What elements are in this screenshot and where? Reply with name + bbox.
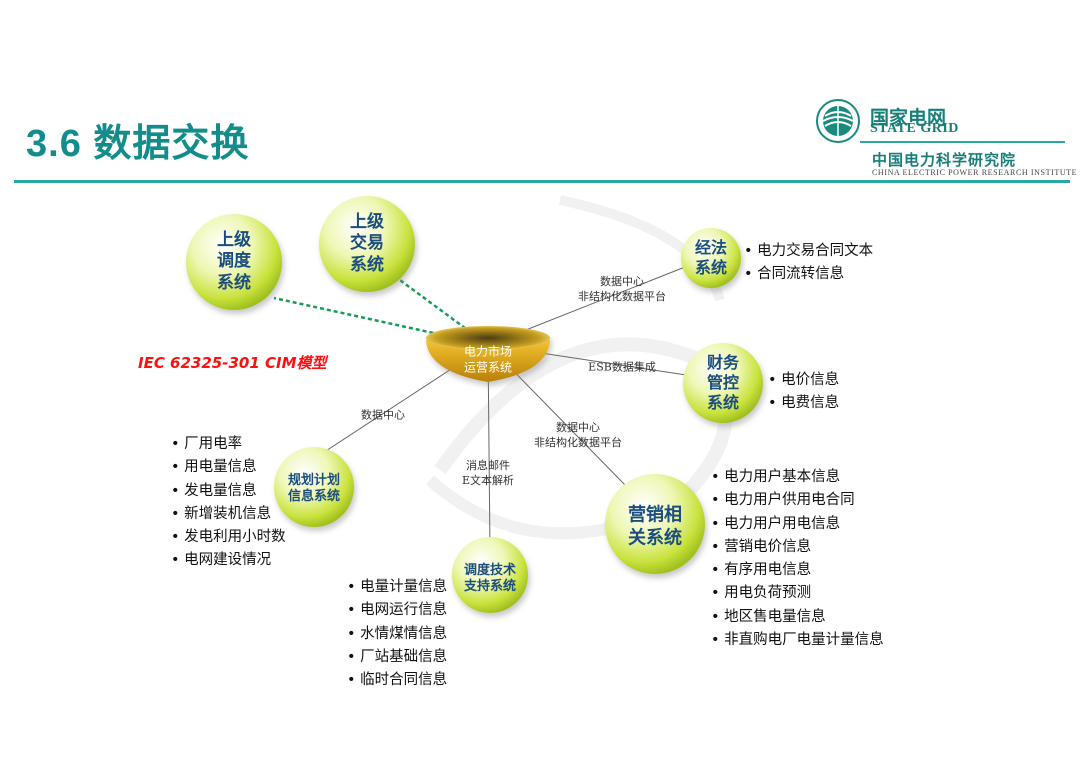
list-item: 地区售电量信息 xyxy=(711,606,884,629)
list-item: 临时合同信息 xyxy=(347,669,447,692)
institute-name-cn: 中国电力科学研究院 xyxy=(872,151,1017,169)
link-label-dispatch-tech: 消息邮件 E文本解析 xyxy=(461,459,515,487)
planning-info-list: 厂用电率 用电量信息 发电量信息 新增装机信息 发电利用小时数 电网建设情况 xyxy=(171,433,286,573)
node-label-planning: 规划计划 信息系统 xyxy=(287,472,341,504)
node-label-dispatch-tech: 调度技术 支持系统 xyxy=(463,562,517,594)
dispatch-tech-info-list: 电量计量信息 电网运行信息 水情煤情信息 厂站基础信息 临时合同信息 xyxy=(347,576,447,692)
node-circle-marketing xyxy=(605,474,705,574)
title-divider xyxy=(14,180,1070,183)
institute-name-en: CHINA ELECTRIC POWER RESEARCH INSTITUTE xyxy=(872,168,1078,177)
list-item: 电网建设情况 xyxy=(171,549,286,572)
node-label-upper-trading: 上级 交易 系统 xyxy=(350,212,384,275)
logo-text-cn: 国家电网 xyxy=(870,107,947,129)
node-circle-finance xyxy=(683,343,763,423)
list-item: 电力用户基本信息 xyxy=(711,466,884,489)
link-label-marketing: 数据中心 非结构化数据平台 xyxy=(534,421,622,449)
list-item: 电力用户用电信息 xyxy=(711,513,884,536)
logo-text-en: STATE GRID xyxy=(870,121,959,136)
state-grid-logo-icon xyxy=(816,99,860,143)
list-item: 用电负荷预测 xyxy=(711,582,884,605)
list-item: 厂站基础信息 xyxy=(347,646,447,669)
page-title: 3.6 数据交换 xyxy=(26,123,250,165)
list-item: 电费信息 xyxy=(768,392,839,415)
list-item: 厂用电率 xyxy=(171,433,286,456)
node-circle-legal xyxy=(681,228,741,288)
node-circle-planning xyxy=(274,447,354,527)
node-circle-upper-trading xyxy=(319,196,415,292)
list-item: 电网运行信息 xyxy=(347,599,447,622)
list-item: 非直购电厂电量计量信息 xyxy=(711,629,884,652)
hub-label: 电力市场 运营系统 xyxy=(463,344,513,374)
hub-icon xyxy=(426,326,550,382)
list-item: 电价信息 xyxy=(768,369,839,392)
list-item: 新增装机信息 xyxy=(171,503,286,526)
list-item: 发电量信息 xyxy=(171,480,286,503)
list-item: 发电利用小时数 xyxy=(171,526,286,549)
node-circle-upper-dispatch xyxy=(186,214,282,310)
list-item: 电量计量信息 xyxy=(347,576,447,599)
model-label: IEC 62325-301 CIM模型 xyxy=(138,354,327,372)
node-label-marketing: 营销相 关系统 xyxy=(628,504,682,549)
list-item: 用电量信息 xyxy=(171,456,286,479)
node-label-finance: 财务 管控 系统 xyxy=(706,353,740,412)
node-label-upper-dispatch: 上级 调度 系统 xyxy=(217,230,251,293)
node-label-legal: 经法 系统 xyxy=(694,238,728,277)
link-label-legal: 数据中心 非结构化数据平台 xyxy=(578,275,666,303)
legal-info-list: 电力交易合同文本 合同流转信息 xyxy=(744,240,873,287)
link-label-finance: ESB数据集成 xyxy=(588,360,656,374)
list-item: 电力交易合同文本 xyxy=(744,240,873,263)
finance-info-list: 电价信息 电费信息 xyxy=(768,369,839,416)
list-item: 营销电价信息 xyxy=(711,536,884,559)
marketing-info-list: 电力用户基本信息 电力用户供用电合同 电力用户用电信息 营销电价信息 有序用电信… xyxy=(711,466,884,652)
list-item: 电力用户供用电合同 xyxy=(711,489,884,512)
list-item: 有序用电信息 xyxy=(711,559,884,582)
list-item: 合同流转信息 xyxy=(744,263,873,286)
link-label-planning: 数据中心 xyxy=(361,408,405,422)
node-circle-dispatch-tech xyxy=(452,537,528,613)
list-item: 水情煤情信息 xyxy=(347,623,447,646)
logo-divider xyxy=(860,141,1065,143)
